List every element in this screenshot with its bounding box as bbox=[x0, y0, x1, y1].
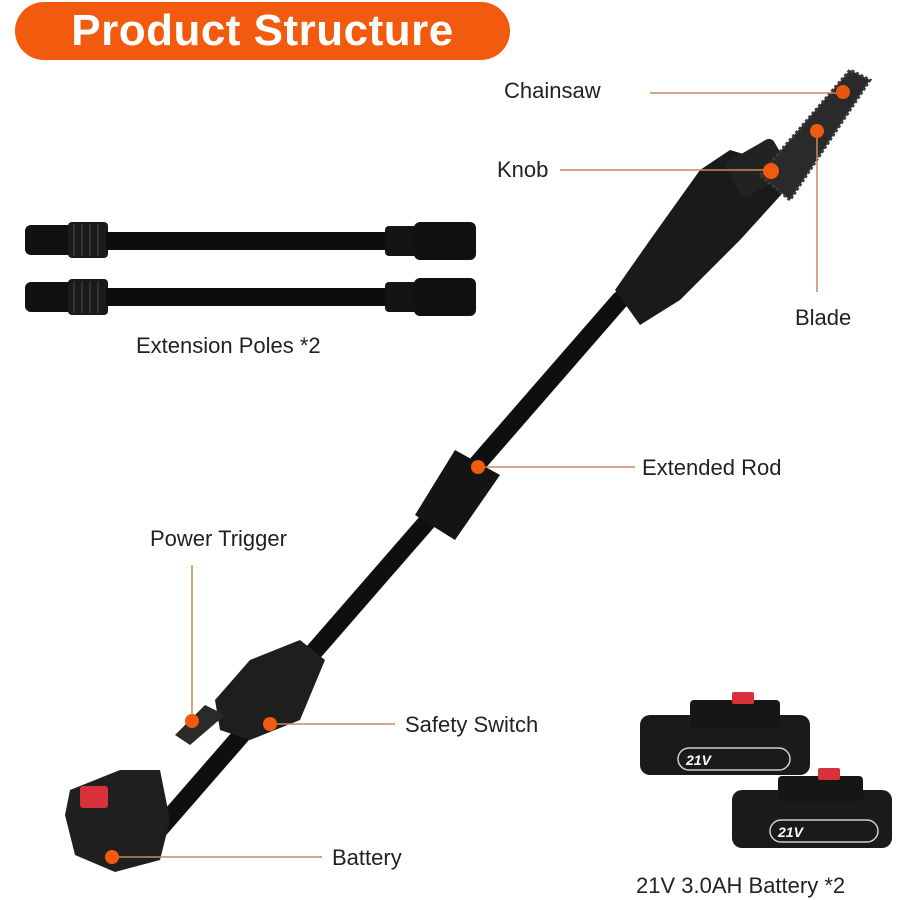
label-safety-switch: Safety Switch bbox=[405, 712, 539, 737]
extension-pole-icon bbox=[25, 278, 476, 316]
label-blade: Blade bbox=[795, 305, 852, 330]
label-extension-poles: Extension Poles *2 bbox=[136, 333, 321, 358]
label-knob: Knob bbox=[497, 157, 549, 182]
page-title: Product Structure bbox=[71, 6, 454, 55]
battery-pack-icon: 21V bbox=[640, 692, 810, 775]
label-battery-pack: 21V 3.0AH Battery *2 bbox=[636, 873, 846, 898]
svg-text:21V: 21V bbox=[777, 824, 805, 840]
label-chainsaw: Chainsaw bbox=[504, 78, 601, 103]
leader-lines bbox=[112, 92, 842, 858]
label-battery: Battery bbox=[332, 845, 402, 870]
battery-pack-icon: 21V bbox=[732, 768, 892, 848]
extension-pole-icon bbox=[25, 222, 476, 260]
label-extended-rod: Extended Rod bbox=[642, 455, 782, 480]
hotspot-dots bbox=[105, 85, 850, 864]
label-power-trigger: Power Trigger bbox=[150, 526, 287, 551]
title-banner: Product Structure bbox=[15, 2, 510, 60]
svg-text:21V: 21V bbox=[685, 752, 713, 768]
